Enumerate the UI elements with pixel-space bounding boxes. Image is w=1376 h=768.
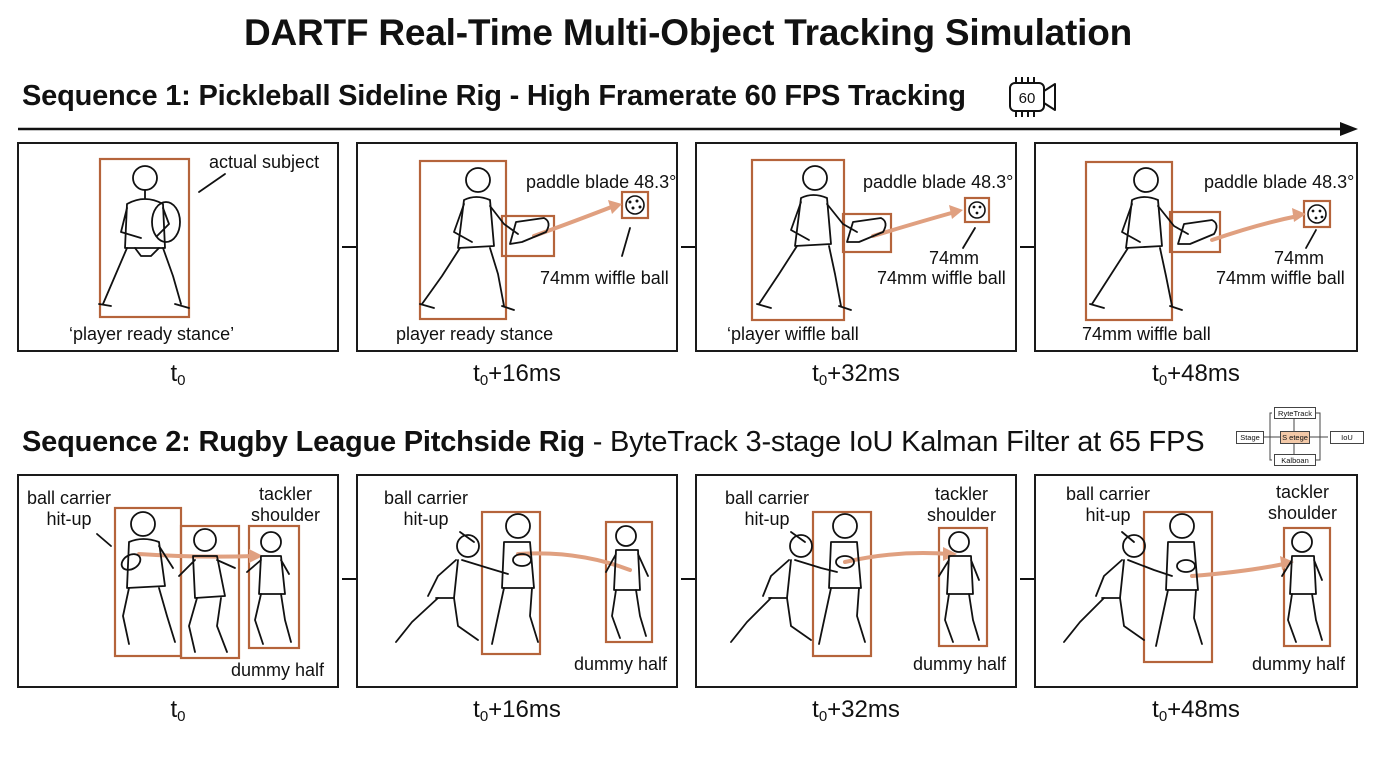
tackler-bbox bbox=[604, 520, 654, 644]
rugby-ball-carrier-figure bbox=[1155, 513, 1203, 647]
page-title: DARTF Real-Time Multi-Object Tracking Si… bbox=[243, 12, 1133, 53]
label-ball-carrier: ball carrier hit-up bbox=[27, 488, 112, 529]
player-bbox bbox=[418, 159, 508, 321]
rugby-dummy-half-figure bbox=[1281, 531, 1323, 643]
label-dummy-half: dummy half bbox=[231, 660, 325, 680]
label-dummy-half: dummy half bbox=[913, 654, 1007, 674]
rugby-ball-carrier-figure bbox=[818, 513, 866, 645]
pipeline-bytetrack: RyteTrack bbox=[1274, 407, 1316, 419]
label-74mm: 74mm bbox=[929, 248, 980, 268]
rugby-ball-carrier-figure bbox=[491, 513, 539, 645]
label-ball-carrier: ball carrier hit-up bbox=[725, 488, 810, 529]
label-wiffle-ball: 74mm wiffle ball bbox=[1216, 268, 1345, 288]
label-player-wiffle: ‘player wiffle ball bbox=[727, 324, 859, 344]
seq1-time-2: t0+16ms bbox=[473, 360, 561, 389]
seq1-time-3: t0+32ms bbox=[812, 360, 900, 389]
label-dummy-half: dummy half bbox=[574, 654, 668, 674]
label-ball-carrier: ball carrier hit-up bbox=[384, 488, 469, 529]
carrier-bbox bbox=[113, 506, 183, 658]
seq2-time-4: t0+48ms bbox=[1152, 696, 1240, 725]
label-wiffle-ball-bottom: 74mm wiffle ball bbox=[1082, 324, 1211, 344]
rugby-dummy-half-figure bbox=[605, 525, 649, 639]
rugby-ball-carrier-figure bbox=[120, 511, 176, 645]
label-wiffle-ball: 74mm wiffle ball bbox=[540, 268, 669, 288]
label-tackler-shoulder: tackler shoulder bbox=[251, 484, 321, 525]
label-paddle-blade: paddle blade 48.3° bbox=[863, 172, 1014, 192]
label-ready-stance: player ready stance bbox=[396, 324, 554, 344]
seq1-frame-2: paddle blade 48.3° 74mm wiffle ball play… bbox=[356, 142, 678, 352]
seq1-frame-3: paddle blade 48.3° 74mm 74mm wiffle ball… bbox=[695, 142, 1017, 352]
seq1-time-4: t0+48ms bbox=[1152, 360, 1240, 389]
paddle-bbox bbox=[841, 212, 893, 254]
seq1-time-1: t0 bbox=[170, 360, 186, 389]
seq2-time-1: t0 bbox=[170, 696, 186, 725]
pipeline-stage: Stage bbox=[1236, 431, 1264, 444]
paddle-bbox bbox=[500, 214, 556, 258]
dummy-bbox bbox=[179, 524, 241, 660]
pickleball-player-figure bbox=[98, 165, 190, 309]
bytetrack-pipeline-diagram: Stage RyteTrack S etege Kalboan IoU bbox=[1236, 404, 1368, 468]
svg-text:60: 60 bbox=[1019, 90, 1036, 107]
seq1-frame-4: paddle blade 48.3° 74mm 74mm wiffle ball… bbox=[1034, 142, 1358, 352]
label-74mm: 74mm bbox=[1274, 248, 1325, 268]
label-actual-subject: actual subject bbox=[209, 152, 320, 172]
rugby-dummy-half-figure bbox=[938, 531, 980, 643]
label-tackler-shoulder: tackler shoulder bbox=[927, 484, 997, 525]
seq2-frame-2: ball carrier hit-up dummy half bbox=[356, 474, 678, 688]
camera-60fps-icon: 60 bbox=[1009, 77, 1056, 117]
label-wiffle-ball: 74mm wiffle ball bbox=[877, 268, 1006, 288]
paddle-bbox bbox=[1168, 210, 1222, 254]
seq2-time-3: t0+32ms bbox=[812, 696, 900, 725]
label-ball-carrier: ball carrier hit-up bbox=[1066, 484, 1151, 525]
sequence1-title: Sequence 1: Pickleball Sideline Rig - Hi… bbox=[22, 80, 966, 112]
rugby-dummy-half-figure bbox=[178, 528, 236, 653]
label-paddle-blade: paddle blade 48.3° bbox=[1204, 172, 1355, 192]
ball-bbox bbox=[620, 190, 650, 220]
rugby-tackler-figure bbox=[730, 534, 838, 643]
seq2-frame-1: ball carrier hit-up tackler shoulder dum… bbox=[17, 474, 339, 688]
pickleball-player-figure bbox=[1089, 167, 1218, 311]
seq2-frame-4: ball carrier hit-up tackler shoulder dum… bbox=[1034, 474, 1358, 688]
carrier-bbox bbox=[1142, 510, 1214, 664]
seq2-frame-3: ball carrier hit-up tackler shoulder dum… bbox=[695, 474, 1017, 688]
label-tackler-shoulder: tackler shoulder bbox=[1268, 482, 1338, 523]
tackler-bbox bbox=[1282, 526, 1332, 648]
label-dummy-half: dummy half bbox=[1252, 654, 1346, 674]
rugby-tackler-figure bbox=[395, 534, 509, 643]
ball-bbox bbox=[963, 196, 991, 224]
seq1-frame-1: actual subject ‘player ready stance’ bbox=[17, 142, 339, 352]
rugby-tackler-figure bbox=[1063, 534, 1173, 643]
rugby-tackler-figure bbox=[246, 531, 292, 645]
pipeline-mid-stage: S etege bbox=[1280, 431, 1310, 444]
label-ready-stance: ‘player ready stance’ bbox=[69, 324, 235, 344]
seq2-time-2: t0+16ms bbox=[473, 696, 561, 725]
timeline-arrow bbox=[18, 122, 1358, 136]
carrier-bbox bbox=[480, 510, 542, 656]
pickleball-player-figure bbox=[419, 167, 550, 311]
player-bbox bbox=[98, 157, 191, 319]
carrier-bbox bbox=[811, 510, 873, 658]
player-bbox bbox=[1084, 160, 1174, 322]
pickleball-player-figure bbox=[756, 165, 887, 311]
sequence2-title: Sequence 2: Rugby League Pitchside Rig -… bbox=[22, 426, 1205, 458]
pipeline-iou: IoU bbox=[1330, 431, 1364, 444]
tackler-bbox bbox=[937, 526, 989, 648]
tackler-bbox bbox=[247, 524, 301, 650]
label-paddle-blade: paddle blade 48.3° bbox=[526, 172, 677, 192]
pipeline-kalman: Kalboan bbox=[1274, 454, 1316, 466]
